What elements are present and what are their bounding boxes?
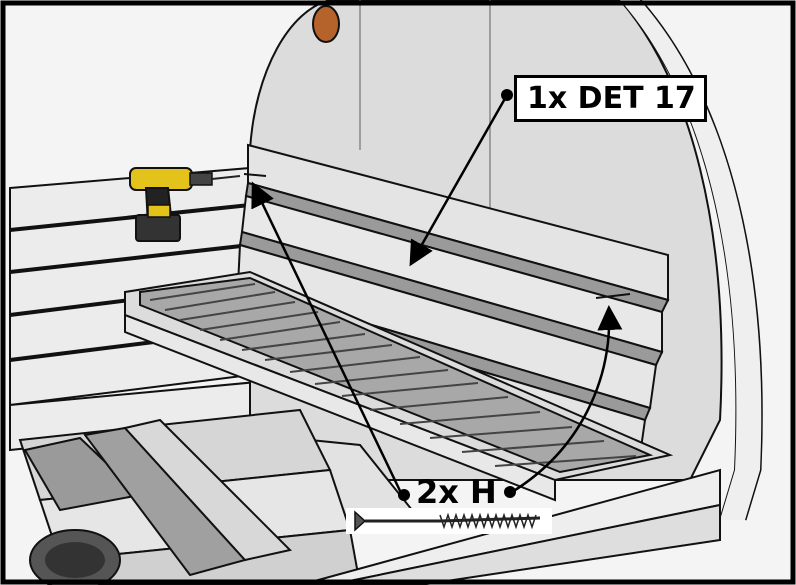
stove — [30, 530, 120, 585]
screw-icon — [346, 508, 552, 534]
light-knob-icon — [313, 6, 339, 42]
screw-callout-label: 2x H — [416, 476, 497, 508]
callout-dot-screw-left — [398, 489, 410, 501]
part-callout-label: 1x DET 17 — [514, 75, 707, 122]
callout-dot-det17 — [501, 89, 513, 101]
callout-dot-screw-right — [504, 486, 516, 498]
